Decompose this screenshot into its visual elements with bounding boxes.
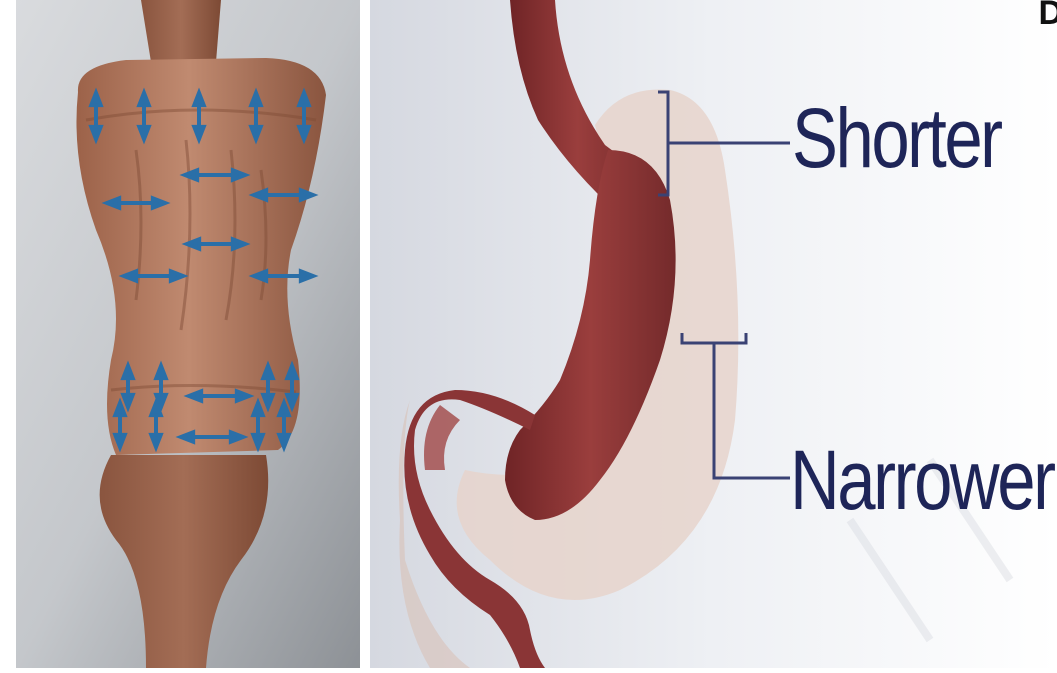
right-stomach-panel: Shorter Narrower D — [370, 0, 1057, 668]
esophagus — [141, 0, 221, 62]
shorter-label: Shorter — [792, 96, 1001, 180]
panel-letter: D — [1038, 0, 1057, 33]
left-stomach-illustration — [16, 0, 360, 668]
left-stomach-panel — [16, 0, 360, 668]
narrower-label: Narrower — [790, 438, 1054, 522]
